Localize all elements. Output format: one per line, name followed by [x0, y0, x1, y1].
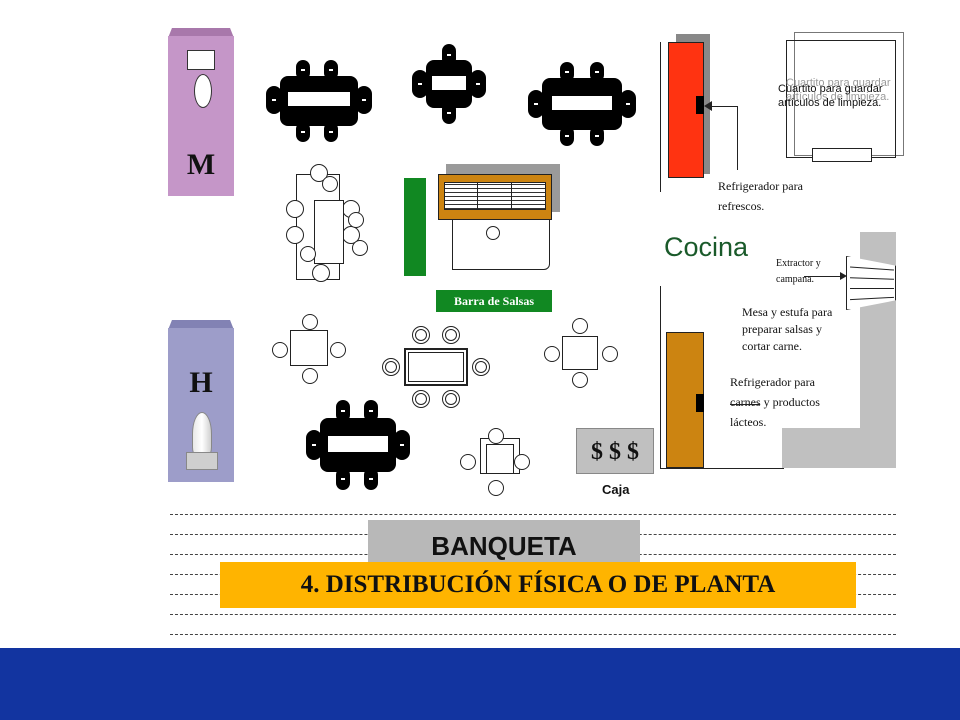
kitchen-wall-bottom — [660, 286, 661, 468]
black-table-4 — [306, 400, 410, 490]
restroom-women: M — [168, 28, 234, 196]
outline-table-center — [382, 326, 492, 410]
black-table-2 — [412, 44, 486, 124]
sidewalk-line-1 — [170, 514, 896, 515]
arrow-head-refrescos — [704, 101, 712, 111]
closet-label-shadow: Cuartito para guardar artículos de limpi… — [786, 77, 891, 103]
fridge-handle-1 — [696, 96, 704, 114]
arrow-line-refrescos-h — [710, 106, 738, 107]
caja-label: Caja — [602, 482, 630, 497]
caja-sign: $ $ $ — [576, 428, 654, 474]
sidewalk-line-6 — [170, 614, 896, 615]
black-table-3 — [528, 62, 636, 146]
arrow-line-refrescos-v — [737, 106, 738, 170]
salsa-divider-1 — [477, 182, 478, 210]
salsa-bar-trays — [444, 182, 546, 210]
outline-table-small — [456, 424, 538, 498]
green-bar — [404, 178, 426, 276]
barra-salsas-label: Barra de Salsas — [436, 290, 552, 312]
mirror-icon — [187, 50, 215, 70]
urinal-base — [186, 452, 218, 470]
outline-table-square-1 — [272, 314, 348, 384]
restroom-women-letter: M — [186, 148, 216, 181]
restroom-men-letter: H — [189, 366, 213, 399]
mesa-estufa-label: Mesa y estufa para preparar salsas y cor… — [742, 305, 833, 353]
salsa-stool — [486, 226, 500, 240]
cocina-label: Cocina — [664, 232, 749, 262]
kitchen-floor-line — [660, 468, 784, 469]
arrow-head-extractor — [840, 272, 847, 280]
refrigerador-carnes-label: Refrigerador para carnes y productos lác… — [730, 375, 820, 429]
salsa-bar-counter — [452, 216, 550, 270]
sidewalk-line-7 — [170, 634, 896, 635]
restroom-men-roof — [168, 320, 234, 330]
salsa-divider-2 — [511, 182, 512, 210]
restroom-men: H — [168, 320, 234, 482]
refrigerador-refrescos-label: Refrigerador para refrescos. — [718, 179, 803, 213]
footer-bar — [0, 648, 960, 720]
arrow-line-extractor — [804, 276, 842, 277]
closet-door — [812, 148, 872, 162]
outline-table-long — [282, 160, 372, 290]
fridge-handle-2 — [696, 394, 704, 412]
restroom-women-roof — [168, 28, 234, 38]
black-table-1 — [266, 60, 372, 142]
extractor-hood-icon — [846, 256, 896, 310]
page-title: 4. DISTRIBUCIÓN FÍSICA O DE PLANTA — [220, 562, 856, 608]
kitchen-wall-top — [660, 42, 661, 192]
banqueta-label: BANQUETA — [368, 520, 640, 566]
arrow-line-carnes — [730, 404, 760, 405]
sink-icon — [194, 74, 212, 108]
kitchen-counter-horizontal — [782, 428, 896, 468]
extractor-label: Extractor y campana. — [776, 258, 821, 285]
closet-label: Cuartito para guardar artículos de limpi… — [778, 83, 883, 109]
outline-table-square-2 — [544, 318, 620, 388]
urinal-icon — [192, 412, 212, 456]
